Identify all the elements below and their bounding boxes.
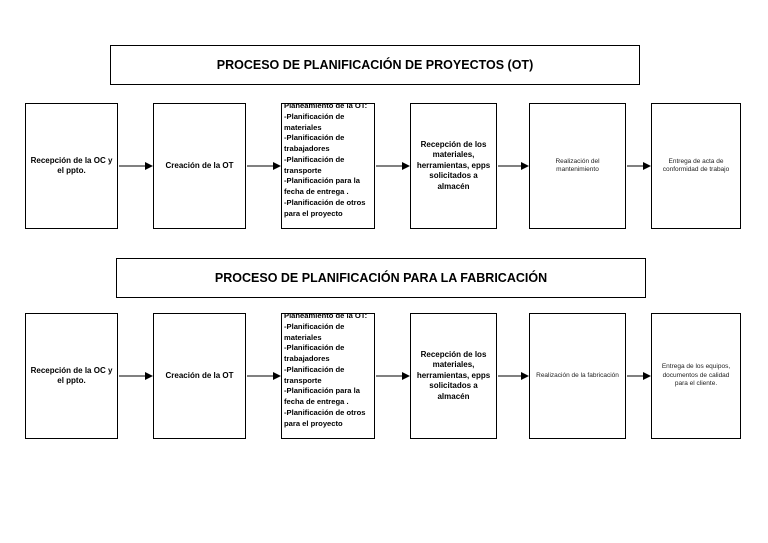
flow-1-step-execution: Realización del mantenimiento: [529, 103, 626, 229]
flow-2-title: PROCESO DE PLANIFICACIÓN PARA LA FABRICA…: [116, 258, 646, 298]
flow-2-step-planning: Planeamiento de la OT: -Planificación de…: [281, 313, 375, 439]
flow-1-step-delivery: Entrega de acta de conformidad de trabaj…: [651, 103, 741, 229]
flow-2-step-delivery: Entrega de los equipos, documentos de ca…: [651, 313, 741, 439]
flow-1-step-materials: Recepción de los materiales, herramienta…: [410, 103, 497, 229]
flow-1-planning-text: Planeamiento de la OT: -Planificación de…: [284, 103, 368, 218]
flow-2-planning-text: Planeamiento de la OT: -Planificación de…: [284, 313, 368, 428]
flow-2-step-materials: Recepción de los materiales, herramienta…: [410, 313, 497, 439]
flow-1-step-create-ot: Creación de la OT: [153, 103, 246, 229]
flow-1-step-reception-oc: Recepción de la OC y el ppto.: [25, 103, 118, 229]
flow-2-step-create-ot: Creación de la OT: [153, 313, 246, 439]
flow-1-title: PROCESO DE PLANIFICACIÓN DE PROYECTOS (O…: [110, 45, 640, 85]
flow-2-step-execution: Realización de la fabricación: [529, 313, 626, 439]
flow-1-step-planning: Planeamiento de la OT: -Planificación de…: [281, 103, 375, 229]
flow-2-step-reception-oc: Recepción de la OC y el ppto.: [25, 313, 118, 439]
